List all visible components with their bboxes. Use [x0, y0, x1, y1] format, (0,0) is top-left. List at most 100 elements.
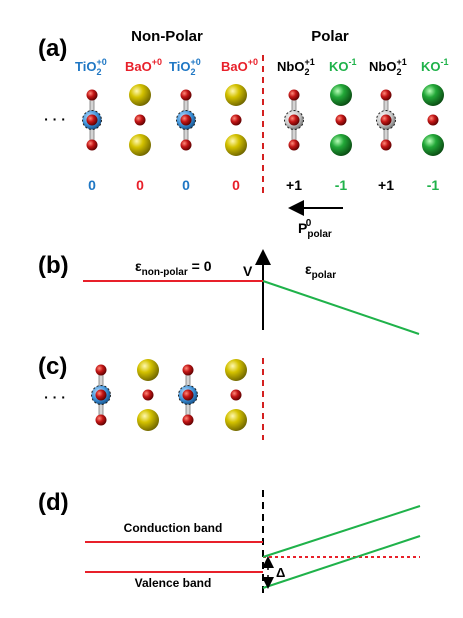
- layer-charge: 0: [182, 177, 190, 193]
- panel-c: (c) · · ·: [38, 353, 264, 440]
- conduction-band-label: Conduction band: [124, 521, 223, 535]
- barium-atom: [129, 134, 151, 156]
- oxygen-atom: [230, 114, 242, 126]
- layer-label: BaO+0: [125, 57, 162, 74]
- layer-label: TiO2+0: [169, 57, 201, 77]
- oxygen-atom: [230, 389, 242, 401]
- coordination-cage: [178, 385, 198, 405]
- oxygen-atom: [86, 89, 98, 101]
- coordination-cage: [376, 110, 396, 130]
- barium-atom: [225, 134, 247, 156]
- oxygen-atom: [182, 389, 194, 401]
- layer-superscript: +0: [96, 57, 106, 67]
- layer-superscript: +0: [190, 57, 200, 67]
- layer-charge: +1: [286, 177, 302, 193]
- layer-label: KO-1: [329, 57, 357, 74]
- eps-polar-base: ε: [305, 261, 312, 277]
- panel-d: (d) Conduction band Valence band Δ: [38, 489, 421, 598]
- barium-atom: [137, 359, 159, 381]
- oxygen-atom: [427, 114, 439, 126]
- layer-formula: KO: [421, 59, 441, 74]
- oxygen-atom: [180, 114, 192, 126]
- layer-formula: NbO: [277, 59, 304, 74]
- oxygen-atom: [380, 114, 392, 126]
- polarization-sup: 0: [306, 218, 312, 229]
- barium-atom: [129, 84, 151, 106]
- nonpolar-title: Non-Polar: [131, 28, 203, 45]
- valence-band-polar: [262, 535, 421, 589]
- oxygen-atom: [182, 414, 194, 426]
- barium-atom: [225, 409, 247, 431]
- polarization-sub: polar: [307, 229, 332, 240]
- layer-charge: 0: [232, 177, 240, 193]
- eps-nonpolar-label: εnon-polar = 0: [135, 258, 212, 278]
- ti-atom-column: [176, 89, 196, 151]
- conduction-band-polar: [262, 505, 421, 558]
- oxygen-atom: [335, 114, 347, 126]
- layer-formula: KO: [329, 59, 349, 74]
- panel-c-label: (c): [38, 353, 67, 380]
- layer-formula: NbO: [369, 59, 396, 74]
- barium-atom: [137, 409, 159, 431]
- oxygen-atom: [95, 389, 107, 401]
- layer-subscript: 2: [190, 67, 195, 77]
- layer-subscript: 2: [396, 67, 401, 77]
- oxygen-atom: [95, 364, 107, 376]
- layer-label: NbO2+1: [277, 57, 315, 77]
- layer-subscript: 2: [304, 67, 309, 77]
- layer-label: NbO2+1: [369, 57, 407, 77]
- ti-atom-column: [82, 89, 102, 151]
- layer-superscript: +0: [248, 57, 258, 67]
- coordination-cage: [284, 110, 304, 130]
- oxygen-atom: [134, 114, 146, 126]
- ti-atom-column: [178, 364, 198, 426]
- panel-c-ellipsis: · · ·: [44, 389, 66, 405]
- eps-nonpolar-rest: = 0: [188, 258, 212, 274]
- ti-atom-column: [91, 364, 111, 426]
- barium-atom: [225, 84, 247, 106]
- oxygen-atom: [95, 414, 107, 426]
- coordination-cage: [176, 110, 196, 130]
- k-atom-column: [330, 84, 352, 156]
- eps-nonpolar-base: ε: [135, 258, 142, 274]
- nb-atom-column: [284, 89, 304, 151]
- nb-atom-column: [376, 89, 396, 151]
- oxygen-atom: [182, 364, 194, 376]
- barium-atom: [225, 359, 247, 381]
- layer-charge: 0: [88, 177, 96, 193]
- layer-superscript: +0: [152, 57, 162, 67]
- v-axis-label: V: [243, 263, 253, 279]
- oxygen-atom: [288, 114, 300, 126]
- oxygen-atom: [86, 139, 98, 151]
- layer-label: TiO2+0: [75, 57, 107, 77]
- eps-polar-label: εpolar: [305, 261, 336, 281]
- oxygen-atom: [180, 139, 192, 151]
- panel-d-label: (d): [38, 489, 69, 516]
- layer-subscript: 2: [96, 67, 101, 77]
- layer-charge: 0: [136, 177, 144, 193]
- layer-superscript: +1: [396, 57, 406, 67]
- layer-formula: TiO: [75, 59, 96, 74]
- oxygen-atom: [380, 139, 392, 151]
- polarization-label: Ppolar0: [298, 218, 332, 240]
- layer-superscript: -1: [349, 57, 357, 67]
- valence-band-label: Valence band: [135, 576, 212, 590]
- layer-superscript: -1: [441, 57, 449, 67]
- eps-nonpolar-sub: non-polar: [142, 267, 188, 278]
- layer-superscript: +1: [304, 57, 314, 67]
- layer-charge: -1: [335, 177, 348, 193]
- layer-label: KO-1: [421, 57, 449, 74]
- potassium-atom: [422, 134, 444, 156]
- layer-charge: +1: [378, 177, 394, 193]
- coordination-cage: [91, 385, 111, 405]
- layer-formula: BaO: [125, 59, 152, 74]
- oxygen-atom: [86, 114, 98, 126]
- polar-potential-line: [262, 280, 420, 335]
- oxygen-atom: [380, 89, 392, 101]
- layer-label: BaO+0: [221, 57, 258, 74]
- panel-a-ellipsis: · · ·: [44, 111, 66, 127]
- atom-columns-c: [91, 359, 247, 431]
